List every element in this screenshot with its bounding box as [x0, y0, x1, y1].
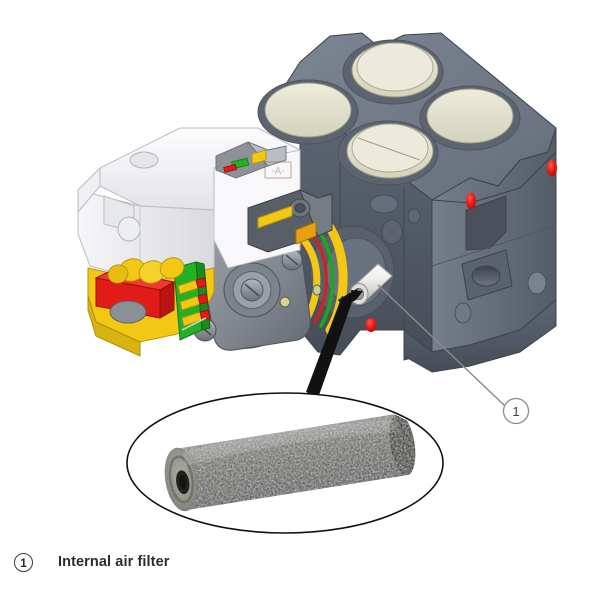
assembly-main-view: -A-	[77, 32, 557, 373]
manifold-boss-2	[454, 302, 472, 324]
module-red-chip	[223, 164, 238, 173]
manifold-notch	[465, 195, 507, 251]
pin-terminals	[177, 277, 211, 331]
top-connector-module	[215, 141, 287, 179]
bore-detail-2	[407, 208, 421, 224]
bore-detail-3	[369, 194, 399, 214]
detail-pointer-arrow	[306, 290, 363, 398]
harness-yellow-2	[296, 232, 321, 322]
callout-1-group[interactable]: 1	[377, 284, 530, 425]
legend-item-label: Internal air filter	[58, 554, 170, 570]
chassis-yellow-side	[87, 295, 141, 357]
valve-cap-rear	[342, 39, 444, 105]
solenoid-block	[247, 189, 333, 253]
callout-balloon-circle	[502, 397, 530, 425]
chassis-foot	[109, 300, 147, 324]
motor-small-hole	[279, 296, 291, 308]
detail-view-callout	[126, 288, 444, 534]
terminal-wire	[181, 317, 207, 331]
callout-balloon-number: 1	[512, 404, 519, 419]
manifold-seam-3	[431, 225, 557, 267]
manifold-pocket-bore	[471, 265, 501, 287]
solenoid-yellow-trim	[257, 205, 293, 229]
bracket-hole-1	[129, 151, 159, 169]
legend-balloon-number: 1	[14, 552, 33, 572]
filter-body-grain2	[175, 414, 409, 510]
datum-label-a: -A-	[264, 161, 292, 179]
module-yellow	[251, 149, 267, 165]
marker-dot-1	[547, 159, 557, 177]
legend-item-1: 1 Internal air filter	[14, 548, 170, 576]
valve-cap-group	[257, 39, 521, 186]
motor-side-hole	[312, 284, 322, 296]
valve-cap-right	[419, 85, 521, 151]
bracket-left-flange	[77, 167, 101, 213]
solenoid-orange-ring	[295, 221, 317, 245]
coil-windings	[107, 257, 185, 284]
motor-hub-slot	[244, 283, 260, 297]
marker-dot-2	[466, 192, 476, 210]
bore-detail-1	[381, 219, 403, 245]
detail-pointer-arrowhead	[338, 288, 358, 312]
filter-highlight	[182, 420, 399, 466]
manifold-boss-1	[527, 271, 547, 295]
manifold-foot	[403, 299, 557, 373]
bracket-hole-2	[117, 216, 141, 242]
alignment-marker-dots	[302, 159, 557, 332]
valve-cap-score-line	[357, 137, 421, 161]
valve-cap-front	[337, 120, 439, 186]
filter-end-rim	[168, 455, 194, 504]
internal-air-filter-photo	[164, 413, 416, 512]
valve-cap-left	[257, 79, 359, 145]
callout-leader-line	[377, 284, 506, 407]
marker-dot-3	[365, 318, 377, 332]
pcb-connector-assembly	[87, 257, 215, 357]
filter-center-bore-inner	[179, 475, 187, 490]
svg-text:-A-: -A-	[271, 166, 284, 177]
connector-block-side	[159, 281, 175, 319]
